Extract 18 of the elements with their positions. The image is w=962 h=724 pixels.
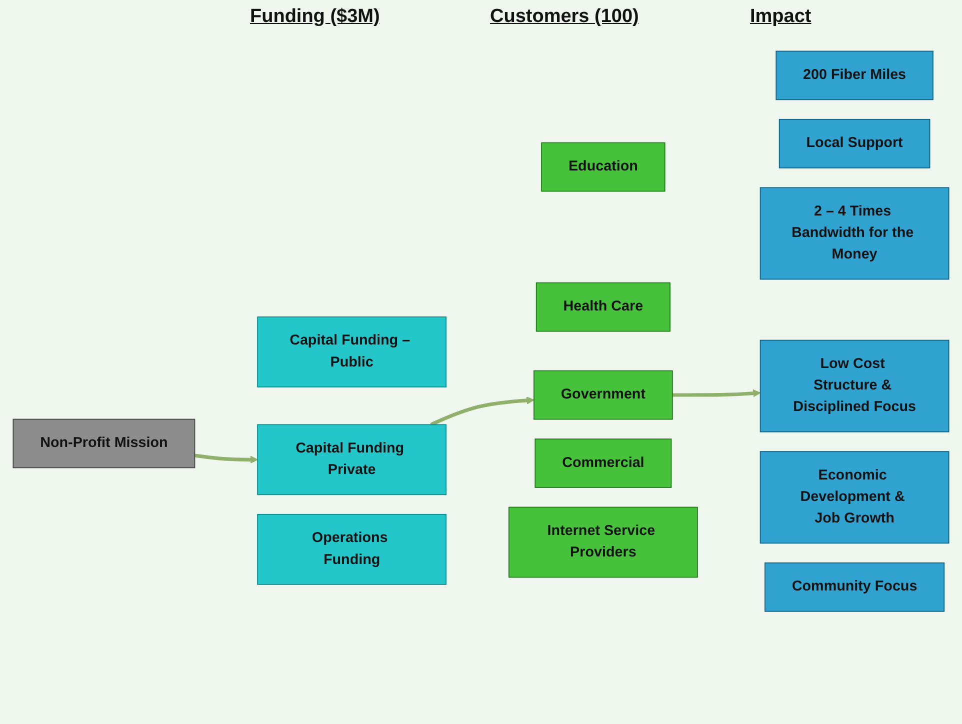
arrow-shaped-box: Local Support [778,118,930,168]
arrow-shaped-box: 2 – 4 Times Bandwidth for the Money [760,187,950,280]
arrow-shaped-box: Internet Service Providers [508,506,698,578]
arrow-shaped-box: Community Focus [764,562,945,612]
arrow-shaped-box: 200 Fiber Miles [776,50,934,100]
arrow-shaped-box: Government [534,370,673,420]
arrow-shaped-box: Health Care [536,282,670,332]
arrow-shaped-box: Low Cost Structure & Disciplined Focus [760,340,950,432]
arrow-shaped-box: Capital Funding – Public [257,316,447,388]
column-heading: Funding ($3M) [250,6,380,28]
column-heading: Customers (100) [490,6,639,28]
arrow-shaped-box: Operations Funding [257,514,447,585]
arrow-shaped-box: Non-Profit Mission [12,418,196,468]
arrow-shaped-box: Education [541,142,666,192]
column-heading: Impact [750,6,812,28]
arrow-shaped-box: Economic Development & Job Growth [760,451,950,544]
arrow-shaped-box: Capital Funding Private [257,424,447,496]
arrow-shaped-box: Commercial [534,438,672,488]
